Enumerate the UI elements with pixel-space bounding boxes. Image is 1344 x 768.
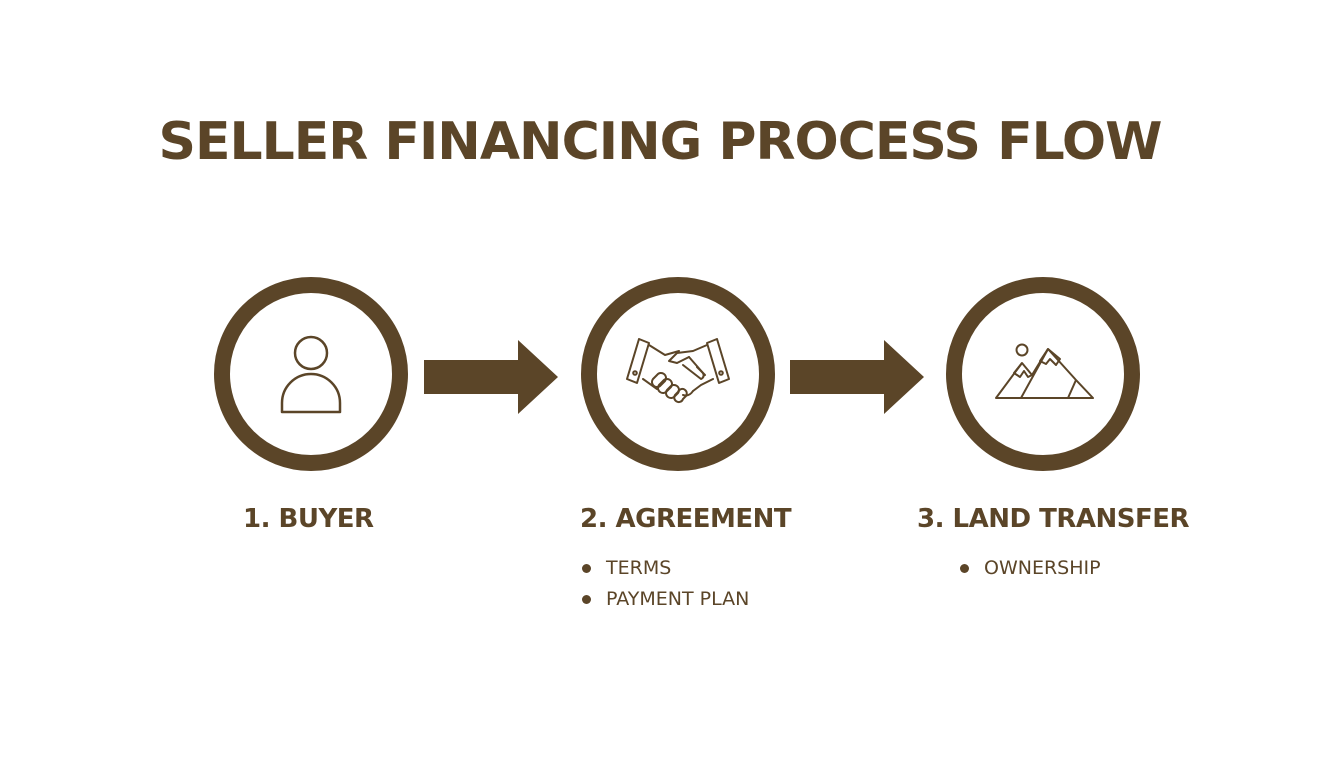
arrow-right-icon — [424, 340, 558, 414]
person-icon — [280, 335, 342, 414]
bullet-item: OWNERSHIP — [960, 553, 1101, 584]
bullet-dot-icon — [582, 595, 591, 604]
bullet-item: TERMS — [582, 553, 749, 584]
step-label: 3. LAND TRANSFER — [917, 504, 1190, 534]
bullet-text: OWNERSHIP — [984, 557, 1101, 579]
arrow-right-icon — [790, 340, 924, 414]
page-title: SELLER FINANCING PROCESS FLOW — [158, 112, 1163, 172]
step-3-circle — [946, 277, 1140, 471]
step-1-circle — [214, 277, 408, 471]
bullet-item: PAYMENT PLAN — [582, 584, 749, 615]
bullet-dot-icon — [960, 564, 969, 573]
mountain-icon — [995, 343, 1094, 399]
handshake-icon — [626, 338, 730, 404]
step-3-bullets: OWNERSHIP — [960, 553, 1101, 584]
bullet-text: PAYMENT PLAN — [606, 588, 750, 610]
bullet-dot-icon — [582, 564, 591, 573]
bullet-text: TERMS — [606, 557, 672, 579]
step-label: 1. BUYER — [243, 504, 374, 534]
step-label: 2. AGREEMENT — [580, 504, 792, 534]
step-2-circle — [581, 277, 775, 471]
step-2-bullets: TERMS PAYMENT PLAN — [582, 553, 749, 615]
